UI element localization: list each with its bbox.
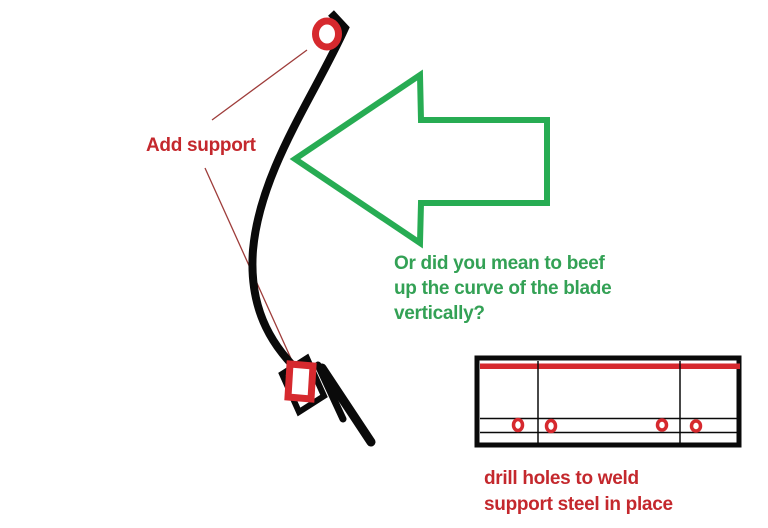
green-question-label: Or did you mean to beef up the curve of … (394, 251, 612, 326)
green-question-line-2: up the curve of the blade (394, 278, 612, 299)
drill-note-line-2: support steel in place (484, 494, 673, 515)
support-plate-marker (284, 360, 317, 403)
drill-hole-2 (544, 418, 558, 434)
green-arrow-left (289, 69, 550, 249)
support-ring-top (312, 17, 342, 51)
drill-hole-1 (511, 417, 525, 433)
drill-note-line-1: drill holes to weld (484, 468, 639, 489)
box-red-top-bar (480, 363, 740, 369)
blade-curve (248, 10, 350, 376)
drill-hole-4 (689, 419, 703, 433)
drill-hole-3 (655, 418, 669, 432)
leader-line-to-top-ring (211, 49, 308, 121)
green-question-line-3: vertically? (394, 303, 485, 324)
green-question-line-1: Or did you mean to beef (394, 253, 605, 274)
add-support-label: Add support (146, 135, 256, 156)
blade-tip-line-long (317, 363, 376, 447)
drill-note-label: drill holes to weld support steel in pla… (484, 466, 673, 518)
blade-tip-line-short (314, 361, 347, 423)
